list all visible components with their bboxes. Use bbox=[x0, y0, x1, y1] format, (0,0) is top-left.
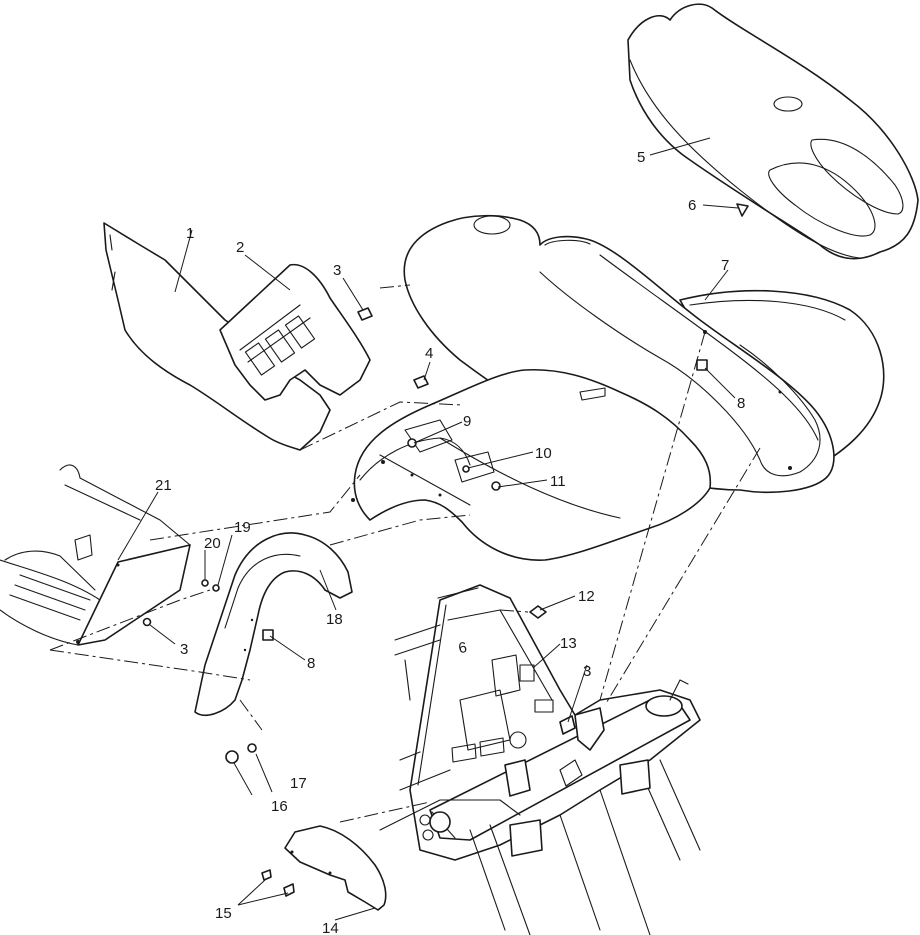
callout-19: 19 bbox=[234, 519, 251, 536]
callout-14: 14 bbox=[322, 920, 339, 935]
callout-7: 7 bbox=[721, 257, 729, 274]
callout-6: 6 bbox=[688, 197, 696, 214]
fender-flare bbox=[194, 532, 353, 716]
callout-17: 17 bbox=[290, 775, 307, 792]
callout-12: 12 bbox=[578, 588, 595, 605]
callout-13: 13 bbox=[560, 635, 577, 652]
frame-assembly bbox=[379, 584, 701, 935]
callout-10: 10 bbox=[535, 445, 552, 462]
callout-21: 21 bbox=[155, 477, 172, 494]
callout-8-right: 8 bbox=[737, 395, 745, 412]
callout-16: 16 bbox=[271, 798, 288, 815]
callout-8-left: 8 bbox=[307, 655, 315, 672]
assembly-lines bbox=[49, 284, 761, 823]
main-body-fender bbox=[351, 214, 835, 561]
callout-1: 1 bbox=[186, 225, 194, 242]
callout-5: 5 bbox=[637, 149, 645, 166]
callout-3-left: 3 bbox=[180, 641, 188, 658]
rear-fender bbox=[679, 289, 885, 466]
callout-20: 20 bbox=[204, 535, 221, 552]
callout-18: 18 bbox=[326, 611, 343, 628]
rear-rack-cover bbox=[627, 3, 919, 260]
callout-15: 15 bbox=[215, 905, 232, 922]
callout-11: 11 bbox=[550, 473, 566, 490]
footwell-floor bbox=[0, 464, 191, 646]
vent-panel bbox=[219, 263, 371, 401]
callout-labels: 1 2 3 4 5 6 7 8 8 9 10 11 12 13 3 3 14 1… bbox=[155, 149, 745, 935]
leader-lines bbox=[117, 137, 739, 921]
callout-4: 4 bbox=[425, 345, 433, 362]
callout-9: 9 bbox=[463, 413, 471, 430]
splash-guard bbox=[284, 825, 387, 911]
callout-2: 2 bbox=[236, 239, 244, 256]
callout-3-top: 3 bbox=[333, 262, 341, 279]
frame-stamp-6: 6 bbox=[457, 639, 468, 657]
callout-3-frame: 3 bbox=[583, 663, 591, 680]
